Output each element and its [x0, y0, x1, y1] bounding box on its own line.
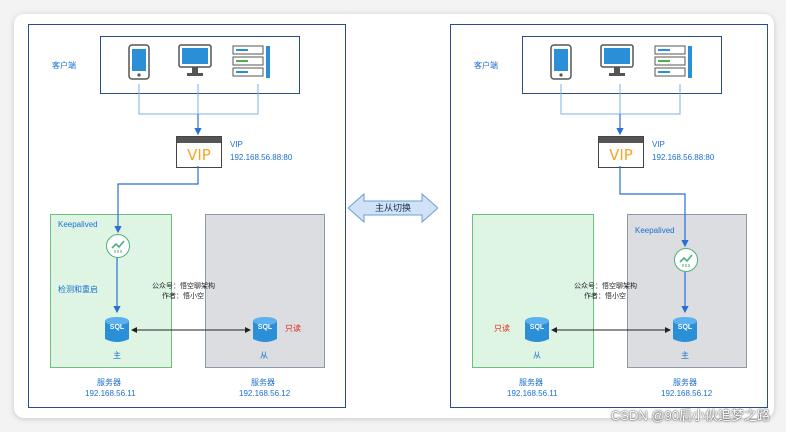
right-vip-icon: VIP	[598, 136, 644, 168]
right-master-label: 主	[681, 351, 689, 360]
server-rack-icon	[232, 44, 272, 85]
watermark: CSDN @90后小伙追梦之路	[610, 408, 770, 423]
left-vip-icon: VIP	[176, 136, 222, 168]
right-server2-label: 服务器	[673, 378, 697, 387]
desktop-icon	[178, 44, 212, 83]
left-slave-sql-text: SQL	[257, 324, 273, 331]
phone-icon	[550, 44, 572, 85]
left-credit-line2: 作者：悟小空	[162, 293, 204, 300]
left-keepalived-label: Keepalived	[58, 220, 98, 229]
left-master-sql-icon: SQL	[104, 316, 130, 344]
server-rack-icon	[654, 44, 694, 85]
left-master-label: 主	[113, 351, 121, 360]
right-readonly-label: 只读	[494, 324, 510, 333]
right-vip-ip: 192.168.56.88:80	[652, 153, 715, 162]
left-readonly-label: 只读	[285, 324, 301, 333]
left-vip-title: VIP	[230, 140, 243, 149]
right-old-master-zone	[472, 214, 594, 368]
right-credit-line2: 作者：悟小空	[584, 293, 626, 300]
switch-arrow: 主从切换	[347, 192, 439, 224]
left-vip-glyph: VIP	[187, 146, 211, 164]
right-master-sql-text: SQL	[677, 324, 693, 331]
right-client-label: 客户端	[474, 61, 498, 70]
right-server1-label: 服务器	[519, 378, 543, 387]
right-credit-line1: 公众号：悟空聊架构	[574, 283, 637, 290]
phone-icon	[128, 44, 150, 85]
left-keepalived-icon	[106, 234, 130, 258]
left-vip-ip: 192.168.56.88:80	[230, 153, 293, 162]
left-master-sql-text: SQL	[109, 324, 125, 331]
right-slave-sql-text: SQL	[529, 324, 545, 331]
left-server1-ip: 192.168.56.11	[85, 389, 136, 398]
right-server2-ip: 192.168.56.12	[661, 389, 713, 398]
right-slave-sql-icon: SQL	[524, 316, 550, 344]
left-server2-ip: 192.168.56.12	[239, 389, 291, 398]
right-new-master-zone	[627, 214, 747, 368]
left-credit-line1: 公众号：悟空聊架构	[152, 283, 215, 290]
right-server1-ip: 192.168.56.11	[507, 389, 558, 398]
left-detect-label: 检测和重启	[58, 285, 98, 294]
left-client-label: 客户端	[52, 61, 76, 70]
right-master-sql-icon: SQL	[672, 316, 698, 344]
right-keepalived-label: Keepalived	[635, 226, 675, 235]
desktop-icon	[600, 44, 634, 83]
left-slave-label: 从	[260, 351, 268, 360]
left-slave-sql-icon: SQL	[252, 316, 278, 344]
left-server2-label: 服务器	[251, 378, 275, 387]
left-server1-label: 服务器	[97, 378, 121, 387]
right-keepalived-icon	[674, 248, 698, 272]
right-vip-title: VIP	[652, 140, 665, 149]
right-slave-label: 从	[533, 351, 541, 360]
switch-label: 主从切换	[374, 203, 411, 213]
left-slave-server-zone	[205, 214, 325, 368]
right-vip-glyph: VIP	[609, 146, 633, 164]
